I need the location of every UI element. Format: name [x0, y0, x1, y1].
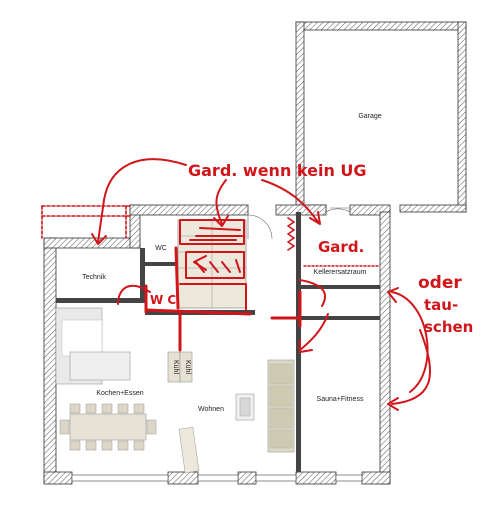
room-label-sauna-fitness: Sauna+Fitness: [317, 396, 364, 403]
handwritten-notes: Gard. wenn kein UG Gard. oder tau- schen…: [150, 161, 473, 336]
arrow-to-keller: [261, 179, 319, 223]
fridge-units: Kühl Kühl: [167, 351, 193, 383]
arrow-to-stair: [215, 179, 227, 225]
kitchen-counters: [55, 307, 131, 385]
room-label-wohnen: Wohnen: [198, 406, 224, 413]
fridge-label-2: Kühl: [184, 360, 191, 374]
note-oder: oder: [418, 273, 462, 293]
arrow-tauschen-up: [391, 291, 429, 393]
fridge-label-1: Kühl: [172, 360, 179, 374]
note-tau: tau-: [424, 296, 458, 314]
small-stair: [178, 426, 200, 474]
zigzag-marker: [287, 217, 295, 251]
room-label-technik: Technik: [82, 274, 106, 281]
stair-scribbles: [179, 219, 247, 311]
arrow-keller-down: [299, 313, 329, 351]
room-label-wc: WC: [155, 245, 167, 252]
arrow-wc-technik: [117, 284, 151, 305]
room-labels: Garage WC Technik Kellerersatzraum Koche…: [82, 113, 382, 413]
dotted-extension-outline: [41, 205, 133, 239]
room-label-kellerersatzraum: Kellerersatzraum: [314, 269, 367, 276]
arrow-to-technik: [97, 158, 187, 243]
red-annotations: [41, 158, 432, 411]
arrow-tauschen-down: [391, 329, 432, 405]
house-outer-walls: [43, 204, 391, 485]
note-garderobe: Gard.: [318, 238, 364, 256]
stove: [235, 393, 255, 421]
note-garderobe-wenn-kein-ug: Gard. wenn kein UG: [188, 161, 367, 180]
room-label-garage: Garage: [358, 113, 381, 120]
dining-table: [59, 403, 157, 451]
room-label-kochen-essen: Kochen+Essen: [96, 390, 143, 397]
sofa: [267, 359, 295, 453]
note-schen: schen: [424, 318, 473, 336]
note-wc-scribble: W C: [150, 293, 176, 307]
